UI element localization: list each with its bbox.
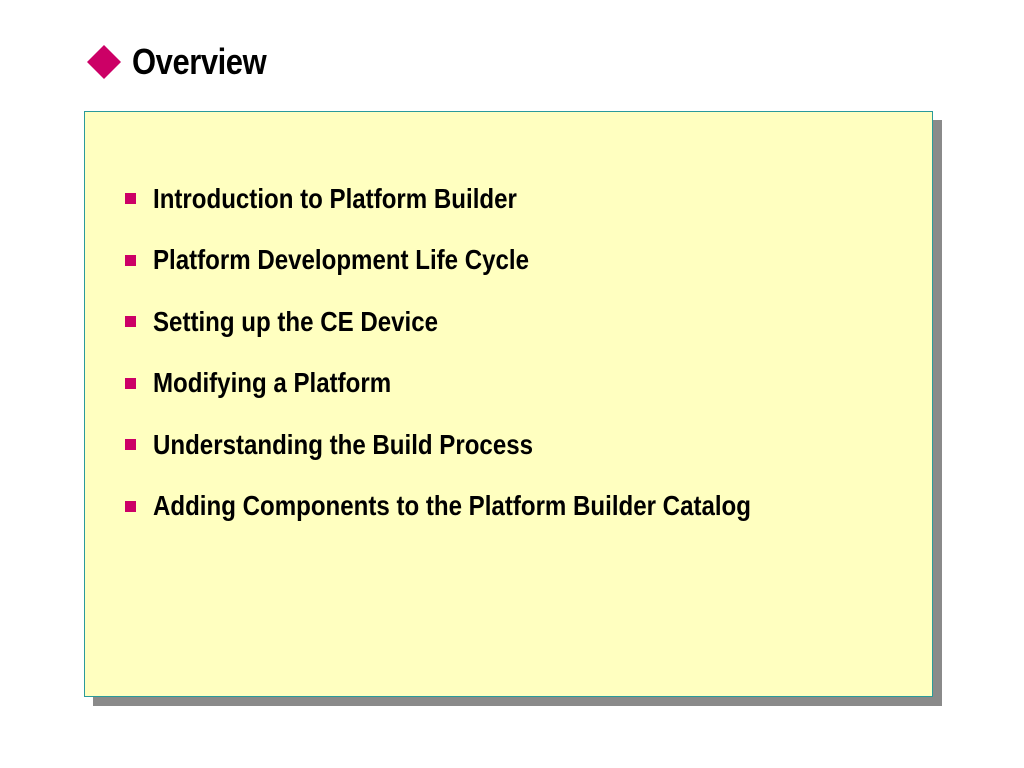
bullet-text: Modifying a Platform xyxy=(153,367,392,399)
square-bullet-icon xyxy=(125,500,136,512)
square-bullet-icon xyxy=(125,254,136,266)
square-bullet-icon xyxy=(125,193,136,205)
content-panel: Introduction to Platform Builder Platfor… xyxy=(84,111,933,697)
square-bullet-icon xyxy=(125,377,136,389)
list-item: Adding Components to the Platform Builde… xyxy=(125,476,848,538)
bullet-list: Introduction to Platform Builder Platfor… xyxy=(125,168,848,537)
bullet-text: Platform Development Life Cycle xyxy=(153,244,530,276)
list-item: Setting up the CE Device xyxy=(125,291,848,353)
list-item: Platform Development Life Cycle xyxy=(125,230,848,292)
bullet-text: Adding Components to the Platform Builde… xyxy=(153,490,751,522)
bullet-text: Setting up the CE Device xyxy=(153,305,439,337)
diamond-icon xyxy=(87,45,121,79)
list-item: Introduction to Platform Builder xyxy=(125,168,848,230)
square-bullet-icon xyxy=(125,439,136,451)
bullet-text: Introduction to Platform Builder xyxy=(153,182,517,214)
slide-title: Overview xyxy=(86,38,288,86)
list-item: Understanding the Build Process xyxy=(125,414,848,476)
page-title: Overview xyxy=(132,41,267,82)
bullet-text: Understanding the Build Process xyxy=(153,428,533,460)
square-bullet-icon xyxy=(125,316,136,328)
list-item: Modifying a Platform xyxy=(125,353,848,415)
